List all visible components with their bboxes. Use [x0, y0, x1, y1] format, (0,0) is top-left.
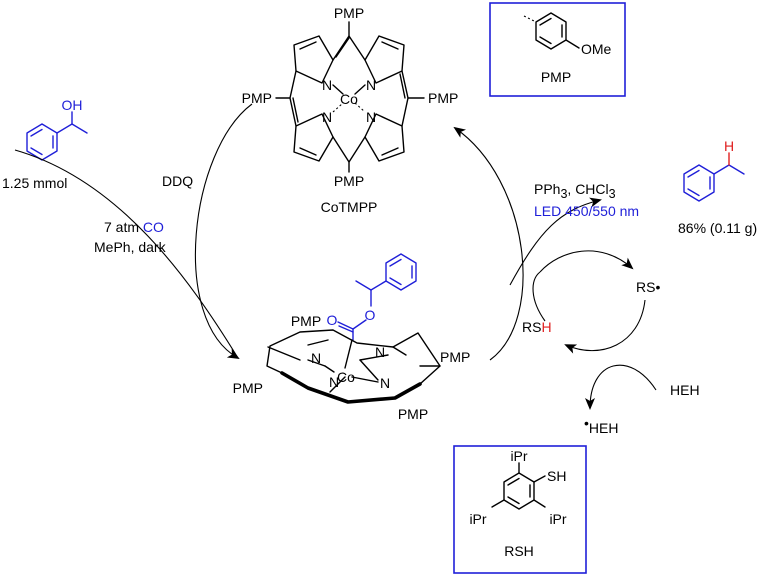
ddq-label: DDQ — [162, 173, 193, 189]
pmp-box-label: PMP — [541, 69, 571, 85]
co-atom: Co — [340, 91, 358, 107]
oh-label: OH — [62, 97, 83, 113]
ome-label: OMe — [581, 41, 612, 57]
n-atom: N — [366, 77, 376, 93]
solvent-label: MePh, dark — [94, 239, 167, 255]
sh-label: SH — [547, 468, 566, 484]
arrow-rs-to-rsh — [564, 299, 646, 354]
ipr-label-top: iPr — [510, 448, 527, 464]
arrow-regeneration — [453, 126, 524, 361]
pmp-label-left: PMP — [242, 90, 272, 106]
pmp-label: PMP — [233, 380, 263, 396]
pmp-label: PMP — [291, 313, 321, 329]
cotmpp-name: CoTMPP — [321, 199, 378, 215]
ipr-label-left: iPr — [469, 511, 486, 527]
product-ethylbenzene: H 86% (0.11 g) — [678, 138, 757, 236]
co-atom: Co — [337, 369, 355, 385]
n-atom: N — [311, 350, 321, 366]
thiol-hat-cycle: RS• RSH HEH •HEH — [522, 250, 700, 436]
rsh-definition-box: iPr SH iPr iPr RSH — [453, 445, 587, 574]
carbonyl-o-label: O — [327, 312, 338, 328]
ester-o-label: O — [365, 307, 376, 323]
rs-radical-label: RS• — [636, 279, 660, 295]
pmp-label-top: PMP — [334, 5, 364, 21]
rsh-label: RSH — [522, 319, 552, 335]
n-atom: N — [322, 77, 332, 93]
arrow-rsh-to-rs — [539, 250, 634, 273]
led-label: LED 450/550 nm — [534, 203, 639, 219]
ipr-label-right: iPr — [549, 511, 566, 527]
pph3-label: PPh3, CHCl3 — [534, 181, 616, 201]
heh-radical-label: •HEH — [584, 415, 618, 436]
arrow-rsh-up — [532, 271, 546, 322]
arrow-substrate-entry — [14, 149, 239, 359]
n-atom: N — [329, 374, 339, 390]
n-atom: N — [375, 344, 385, 360]
substrate-alcohol: OH 1.25 mmol — [2, 97, 88, 191]
pmp-label-right: PMP — [428, 90, 458, 106]
acyl-cobalt-intermediate: O O N N N N Co PMP PMP PMP PMP — [233, 253, 470, 422]
cotmpp-structure: N N N N Co PMP PMP PMP PMP CoTMPP — [242, 5, 459, 215]
arrow-carbonylation — [194, 103, 253, 359]
heh-label: HEH — [670, 382, 700, 398]
rsh-box-label: RSH — [504, 543, 534, 559]
pmp-label-bottom: PMP — [334, 173, 364, 189]
pmp-label: PMP — [440, 349, 470, 365]
arrow-product-release — [509, 197, 602, 286]
n-atom: N — [366, 109, 376, 125]
product-h-label: H — [724, 138, 734, 154]
pmp-label: PMP — [398, 406, 428, 422]
substrate-amount: 1.25 mmol — [2, 175, 67, 191]
arrow-heh — [585, 364, 657, 410]
n-atom: N — [322, 109, 332, 125]
co-pressure-label: 7 atm CO — [104, 219, 164, 235]
product-yield: 86% (0.11 g) — [678, 220, 757, 236]
n-atom: N — [380, 375, 390, 391]
pmp-definition-box: OMe PMP — [489, 2, 626, 97]
